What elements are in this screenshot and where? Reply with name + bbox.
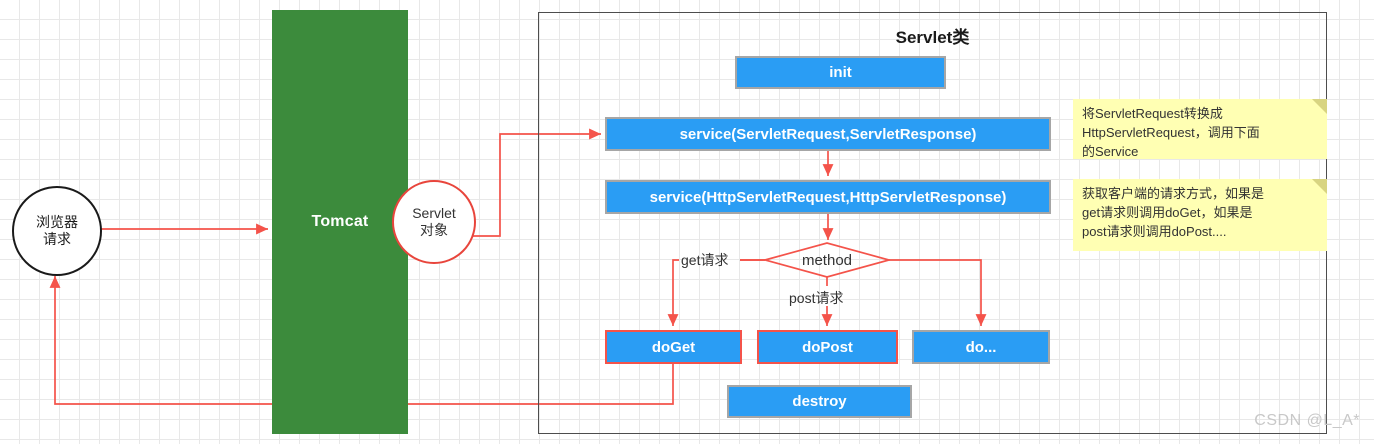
note-fold-icon [1312, 99, 1327, 114]
node-init-label: init [829, 64, 852, 81]
servlet-object-line1: Servlet [412, 204, 456, 221]
node-dopost: doPost [757, 330, 898, 364]
browser-request-line2: 请求 [43, 231, 71, 247]
tomcat-label: Tomcat [311, 213, 369, 230]
sticky-note-service-conversion: 将ServletRequest转换成 HttpServletRequest，调用… [1073, 99, 1327, 159]
decision-method-label: method [801, 251, 853, 269]
sticky-note-method-dispatch: 获取客户端的请求方式，如果是 get请求则调用doGet，如果是 post请求则… [1073, 179, 1327, 251]
tomcat-block: Tomcat [272, 10, 408, 434]
node-do-others-label: do... [965, 338, 997, 356]
node-destroy-label: destroy [792, 393, 847, 410]
edge-label-post: post请求 [789, 290, 844, 306]
node-init: init [735, 56, 946, 89]
edge-label-get: get请求 [681, 252, 729, 268]
note1-line3: 的Service [1082, 143, 1139, 159]
note2-line2: get请求则调用doGet，如果是 [1082, 204, 1253, 220]
servlet-object-line2: 对象 [420, 222, 448, 238]
node-service-http: service(HttpServletRequest,HttpServletRe… [605, 180, 1051, 214]
watermark: CSDN @L_A* [1254, 412, 1360, 429]
node-service-generic-label: service(ServletRequest,ServletResponse) [679, 125, 977, 143]
node-service-generic: service(ServletRequest,ServletResponse) [605, 117, 1051, 151]
servlet-object-node: Servlet 对象 [392, 180, 476, 264]
servlet-class-title: Servlet类 [895, 28, 970, 47]
note2-line1: 获取客户端的请求方式，如果是 [1082, 186, 1265, 201]
node-destroy: destroy [727, 385, 912, 418]
note1-line2: HttpServletRequest，调用下面 [1082, 124, 1260, 140]
node-doget-label: doGet [651, 338, 696, 356]
node-do-others: do... [912, 330, 1050, 364]
node-dopost-label: doPost [802, 338, 853, 356]
node-doget: doGet [605, 330, 742, 364]
note2-line3: post请求则调用doPost.... [1082, 223, 1227, 239]
browser-request-node: 浏览器 请求 [12, 186, 102, 276]
note1-line1: 将ServletRequest转换成 [1082, 106, 1223, 121]
note-fold-icon [1312, 179, 1327, 194]
browser-request-line1: 浏览器 [36, 213, 78, 230]
node-service-http-label: service(HttpServletRequest,HttpServletRe… [649, 188, 1007, 206]
